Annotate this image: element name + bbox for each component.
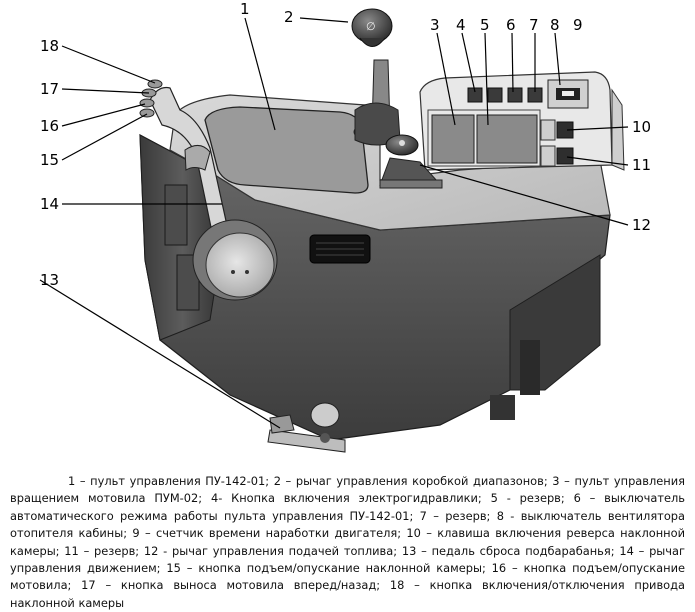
hydraulics-switch[interactable] — [467, 87, 483, 103]
callout-16: 16 — [40, 117, 59, 135]
callout-7: 7 — [529, 16, 539, 34]
callout-13: 13 — [40, 271, 59, 289]
callout-9: 9 — [573, 16, 583, 34]
callout-numbers: 1 2 3 4 5 6 7 8 9 10 11 12 13 14 15 16 1… — [40, 0, 651, 289]
callout-15: 15 — [40, 151, 59, 169]
callout-3: 3 — [430, 16, 440, 34]
control-console-illustration: ∅ — [39, 0, 651, 453]
engine-hour-meter — [547, 79, 589, 109]
side-plates — [164, 184, 200, 311]
reverse-key-and-reserve — [540, 119, 574, 167]
callout-14: 14 — [40, 195, 59, 213]
gear-knob-symbol: ∅ — [366, 20, 376, 33]
callout-12: 12 — [632, 216, 651, 234]
control-panel-pu-142-plate — [204, 106, 369, 194]
callout-4: 4 — [456, 16, 466, 34]
callout-6: 6 — [506, 16, 516, 34]
button-16[interactable] — [139, 98, 155, 108]
reserve-key-11[interactable] — [556, 147, 574, 165]
callout-11: 11 — [632, 156, 651, 174]
callout-10: 10 — [632, 118, 651, 136]
auto-mode-switch[interactable] — [507, 87, 523, 103]
callout-5: 5 — [480, 16, 490, 34]
callout-1: 1 — [240, 0, 250, 18]
callout-8: 8 — [550, 16, 560, 34]
fuel-lever[interactable] — [379, 134, 443, 189]
concave-release-pedal[interactable] — [267, 402, 346, 453]
callout-17: 17 — [40, 80, 59, 98]
side-dial — [192, 219, 278, 301]
button-15[interactable] — [139, 108, 155, 118]
switch-row — [467, 87, 543, 103]
range-gear-lever[interactable]: ∅ — [351, 8, 401, 146]
callout-2: 2 — [284, 8, 294, 26]
callout-18: 18 — [40, 37, 59, 55]
leader-lines — [39, 17, 629, 429]
reserve-switch-5[interactable] — [487, 87, 503, 103]
dashboard-panels — [427, 109, 541, 167]
figure-caption: 1 – пульт управления ПУ-142-01; 2 – рыча… — [10, 474, 685, 610]
vent-grille — [309, 234, 371, 264]
